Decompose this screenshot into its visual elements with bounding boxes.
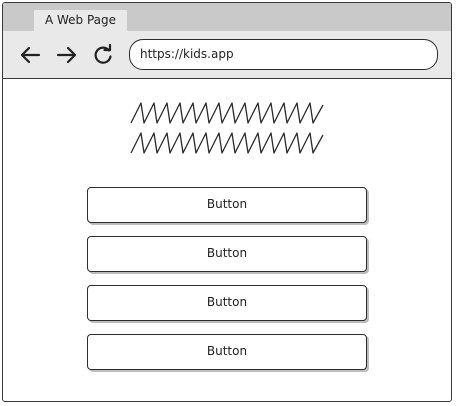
arrow-right-icon[interactable] [56, 44, 78, 66]
tab-active[interactable]: A Web Page [34, 10, 127, 31]
reload-icon[interactable] [92, 44, 114, 66]
url-input[interactable] [140, 45, 420, 63]
browser-chrome: A Web Page [3, 3, 451, 79]
button-2[interactable]: Button [87, 236, 367, 272]
arrow-left-icon[interactable] [19, 44, 41, 66]
browser-window: A Web Page Button Button [2, 2, 452, 402]
button-1[interactable]: Button [87, 187, 367, 223]
tab-strip: A Web Page [3, 3, 451, 31]
button-3[interactable]: Button [87, 285, 367, 321]
address-bar[interactable] [129, 39, 438, 70]
heading-scribble [130, 102, 324, 154]
page-content: Button Button Button Button [3, 79, 451, 401]
button-4[interactable]: Button [87, 334, 367, 370]
